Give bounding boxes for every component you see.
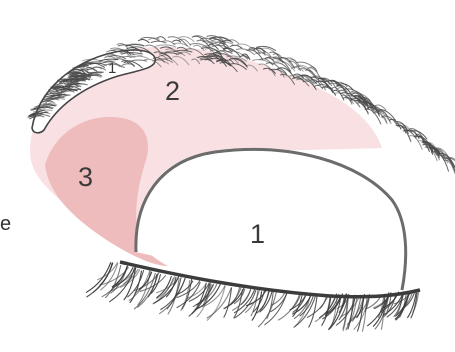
eyelash-stroke: [279, 295, 300, 320]
eyebrow-stroke: [230, 45, 242, 48]
zone-3-label: 3: [78, 162, 93, 192]
eyebrow-stroke: [139, 39, 150, 42]
eyelash-stroke: [309, 294, 318, 327]
zone-2-label: 2: [165, 76, 180, 106]
zone-1-brow-label: 1: [108, 60, 116, 77]
eyebrow-stroke: [173, 40, 181, 42]
zone-1-lid-label: 1: [250, 219, 265, 249]
eyebrow-stroke: [390, 119, 401, 129]
zone-1-lid-shape: [136, 149, 406, 290]
eyelash-stroke: [224, 288, 232, 317]
